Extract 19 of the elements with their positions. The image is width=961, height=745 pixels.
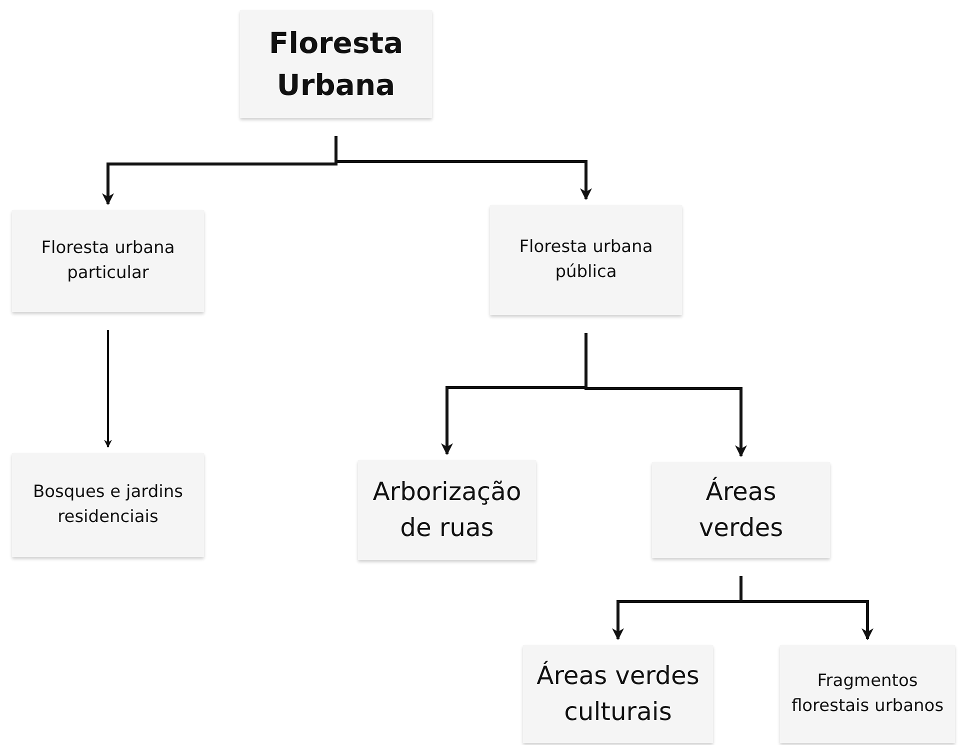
- arrow: [104, 330, 112, 448]
- process-box: [652, 462, 830, 558]
- process-box: [523, 645, 713, 743]
- process-box: [490, 205, 682, 315]
- box-label: Floresta Urbana: [268, 24, 404, 104]
- box-label: Bosques e jardins residenciais: [32, 481, 184, 529]
- arrow: [584, 333, 747, 458]
- box-label: Fragmentos florestais urbanos: [790, 670, 945, 718]
- box-label: Floresta urbana particular: [40, 237, 176, 285]
- box-label: Áreas verdes culturais: [536, 660, 700, 728]
- box-label: Áreas verdes: [698, 476, 784, 544]
- box-label: Arborização de ruas: [372, 476, 522, 544]
- arrow: [334, 136, 592, 200]
- process-box: [780, 645, 955, 743]
- process-box: [12, 210, 204, 312]
- process-box: [12, 453, 204, 557]
- box-label: Floresta urbana pública: [518, 236, 654, 284]
- process-box: [240, 10, 432, 118]
- process-box: [358, 460, 536, 560]
